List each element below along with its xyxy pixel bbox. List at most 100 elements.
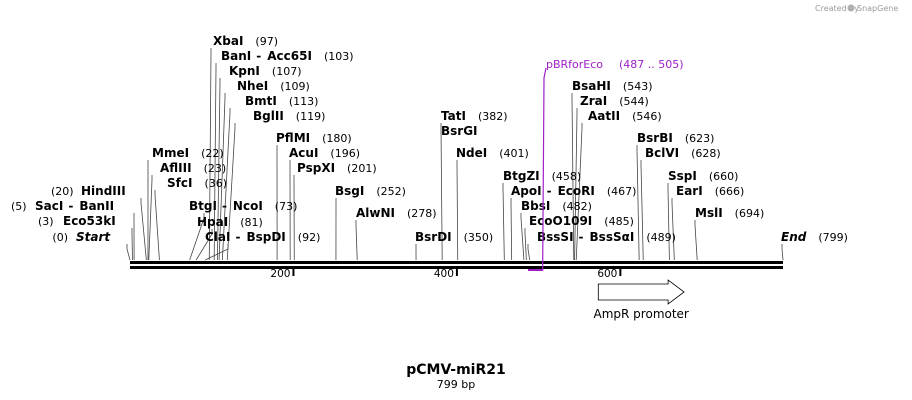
site-label-zrai[interactable]: ZraI(544)	[580, 94, 649, 108]
site-position: (201)	[347, 162, 377, 175]
site-line	[640, 160, 644, 261]
enzyme-name: KpnI	[229, 64, 260, 78]
site-label-sfci[interactable]: SfcI(36)	[167, 176, 227, 190]
enzyme-name: HindIII	[81, 184, 126, 198]
site-position: (180)	[322, 132, 352, 145]
site-label-hindiii[interactable]: HindIII(20)	[51, 184, 126, 198]
site-label-bsrdi[interactable]: BsrDI(350)	[415, 230, 493, 244]
enzyme-name: NcoI	[233, 199, 263, 213]
site-position: (544)	[619, 95, 649, 108]
enzyme-name: BsaHI	[572, 79, 611, 93]
site-label-pspxi[interactable]: PspXI(201)	[297, 161, 377, 175]
site-label-nhei[interactable]: NheI(109)	[237, 79, 310, 93]
site-line	[221, 108, 231, 261]
site-label-bsrgi[interactable]: BsrGI	[441, 124, 478, 138]
site-label-ndei[interactable]: NdeI(401)	[456, 146, 529, 160]
site-label-bani-acc65i[interactable]: BanI-Acc65I(103)	[221, 49, 354, 63]
site-label-start[interactable]: Start(0)	[52, 230, 111, 244]
name-separator: -	[547, 184, 552, 198]
site-line	[575, 123, 583, 261]
site-label-tati[interactable]: TatI(382)	[441, 109, 508, 123]
site-labels: Start(0)Eco53kI(3)SacI-BanII(5)HindIII(2…	[11, 34, 848, 244]
site-position: (107)	[272, 65, 302, 78]
site-label-aatii[interactable]: AatII(546)	[588, 109, 662, 123]
site-label-mmei[interactable]: MmeI(22)	[152, 146, 224, 160]
site-position: (694)	[735, 207, 765, 220]
site-position: (543)	[623, 80, 653, 93]
enzyme-name: BanI	[221, 49, 251, 63]
site-label-eari[interactable]: EarI(666)	[676, 184, 744, 198]
site-lines	[126, 48, 784, 261]
site-position: (196)	[330, 147, 360, 160]
enzyme-name: PflMI	[276, 131, 310, 145]
site-label-bbsi[interactable]: BbsI(482)	[521, 199, 592, 213]
site-position: (22)	[201, 147, 224, 160]
enzyme-name: BmtI	[245, 94, 277, 108]
site-label-ecoo109i[interactable]: EcoO109I(485)	[529, 214, 634, 228]
site-line	[667, 183, 670, 261]
site-line	[126, 244, 131, 261]
site-label-btgi-ncoi[interactable]: BtgI-NcoI(73)	[189, 199, 297, 213]
site-line	[355, 220, 358, 261]
enzyme-name: Acc65I	[267, 49, 312, 63]
site-line	[140, 198, 147, 261]
site-position: (489)	[646, 231, 676, 244]
enzyme-name: BclVI	[645, 146, 679, 160]
enzyme-name: AcuI	[289, 146, 318, 160]
ruler-tick	[455, 267, 458, 276]
site-line	[671, 198, 675, 261]
site-line	[527, 244, 531, 261]
enzyme-name: BssSI	[537, 230, 574, 244]
site-label-bsgi[interactable]: BsgI(252)	[335, 184, 406, 198]
site-label-bglii[interactable]: BglII(119)	[253, 109, 325, 123]
site-line	[571, 93, 575, 261]
site-line	[213, 63, 217, 261]
site-label-sspi[interactable]: SspI(660)	[668, 169, 738, 183]
site-label-afliii[interactable]: AflIII(23)	[160, 161, 226, 175]
site-line	[510, 198, 513, 261]
ruler-tick	[292, 267, 295, 276]
site-label-btgzi[interactable]: BtgZI(458)	[503, 169, 581, 183]
feature-arrow	[597, 279, 685, 305]
site-label-hpai[interactable]: HpaI(81)	[197, 215, 263, 229]
name-separator: -	[579, 230, 584, 244]
name-separator: -	[68, 199, 73, 213]
site-label-apoi-ecori[interactable]: ApoI-EcoRI(467)	[511, 184, 636, 198]
site-label-alwni[interactable]: AlwNI(278)	[356, 206, 437, 220]
enzyme-name: End	[781, 230, 807, 244]
credit-text: Created by	[815, 4, 859, 13]
site-position: (81)	[240, 216, 263, 229]
site-position: (103)	[324, 50, 354, 63]
site-label-bmti[interactable]: BmtI(113)	[245, 94, 318, 108]
site-label-bsrbi[interactable]: BsrBI(623)	[637, 131, 714, 145]
site-label-clai-bspdi[interactable]: ClaI-BspDI(92)	[205, 230, 320, 244]
site-position: (458)	[552, 170, 582, 183]
site-label-pflmi[interactable]: PflMI (180)	[276, 131, 352, 145]
ruler-tick	[619, 267, 622, 276]
site-line	[218, 93, 226, 261]
site-label-kpni[interactable]: KpnI (107)	[229, 64, 302, 78]
enzyme-name: NdeI	[456, 146, 487, 160]
enzyme-name: BssSαI	[590, 230, 635, 244]
site-label-saci-banii[interactable]: SacI-BanII(5)	[11, 199, 114, 213]
enzyme-name: BspDI	[246, 230, 285, 244]
site-label-bclvi[interactable]: BclVI(628)	[645, 146, 721, 160]
site-position: (97)	[255, 35, 278, 48]
site-label-msli[interactable]: MslI(694)	[695, 206, 764, 220]
site-label-bsahi[interactable]: BsaHI (543)	[572, 79, 653, 93]
primer-pbrforeco[interactable]: pBRforEco(487 .. 505)	[528, 58, 684, 271]
site-line	[154, 190, 160, 261]
site-position: (666)	[715, 185, 745, 198]
site-label-bsssi-bsss-i[interactable]: BssSI-BssSαI (489)	[537, 230, 676, 244]
site-label-xbai[interactable]: XbaI (97)	[213, 34, 278, 48]
site-label-end[interactable]: End(799)	[781, 230, 848, 244]
site-line	[694, 220, 698, 261]
site-label-acui[interactable]: AcuI (196)	[289, 146, 360, 160]
enzyme-name: XbaI	[213, 34, 243, 48]
feature-ampr-promoter[interactable]: AmpR promoter	[594, 279, 689, 321]
enzyme-name: Eco53kI	[63, 214, 116, 228]
site-label-eco53ki[interactable]: Eco53kI(3)	[38, 214, 116, 228]
enzyme-name: ApoI	[511, 184, 542, 198]
enzyme-name: BbsI	[521, 199, 550, 213]
